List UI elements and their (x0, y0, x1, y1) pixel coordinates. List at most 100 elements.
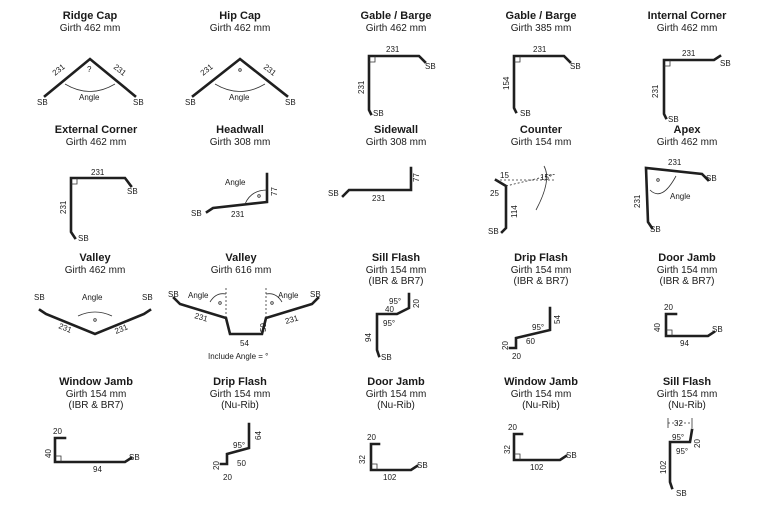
profile-title: Ridge Cap (62, 10, 118, 22)
sb-label: SB (488, 227, 499, 236)
dim-label: 64 (254, 431, 263, 440)
profile-headwall: Headwall Girth 308 mm Angle 231 77 SB (165, 118, 315, 246)
profile-title: Window Jamb (59, 376, 133, 388)
angle-arc (77, 311, 113, 317)
profile-door-jamb-nurib: Door Jamb Girth 154 mm (Nu-Rib) 20 32 10… (321, 370, 471, 498)
profile-girth: Girth 154 mm (365, 389, 427, 400)
dim-label: 40 (653, 323, 662, 332)
profile-drawing: 20 40 94 SB (653, 303, 723, 348)
profile-girth: Girth 154 mm (209, 389, 271, 400)
dim-label: 231 (91, 168, 105, 177)
angle-label: 95° (532, 323, 544, 332)
profile-girth: Girth 616 mm (210, 265, 272, 276)
angle-label: Angle (229, 93, 250, 102)
sb-label: SB (676, 489, 687, 498)
dim-label: 20 (212, 461, 221, 470)
angle-label: Angle (225, 178, 246, 187)
dim-label: 231 (231, 210, 245, 219)
profile-spec: (IBR & BR7) (659, 276, 715, 287)
sb-label: SB (285, 98, 296, 107)
dim-label: 40 (44, 449, 53, 458)
profile-drawing: 20 32 102 SB (358, 433, 428, 482)
sb-label: SB (185, 98, 196, 107)
sb-label: SB (191, 209, 202, 218)
profile-sill-flash-nurib: Sill Flash Girth 154 mm (Nu-Rib) 32 20 9… (612, 370, 762, 498)
profile-girth: Girth 462 mm (59, 23, 121, 34)
dim-label: 20 (508, 423, 517, 432)
profile-title: Valley (225, 252, 257, 264)
profile-title: Valley (79, 252, 111, 264)
profile-line (512, 432, 568, 462)
right-angle-mark (71, 178, 78, 185)
dim-label: 77 (270, 187, 279, 196)
profile-drip-flash-nurib: Drip Flash Girth 154 mm (Nu-Rib) 64 95° … (165, 370, 315, 498)
profile-girth: Girth 154 mm (656, 265, 718, 276)
profile-title: Gable / Barge (360, 10, 432, 22)
profile-title: Sill Flash (371, 252, 421, 264)
dim-label: 40 (385, 305, 394, 314)
sb-label: SB (142, 293, 153, 302)
dim-label: 32 (503, 445, 512, 454)
dim-label: 102 (659, 460, 668, 474)
sb-label: SB (720, 59, 731, 68)
profile-girth: Girth 154 mm (656, 389, 718, 400)
profile-gable-barge-385: Gable / Barge Girth 385 mm 231 154 SB SB (466, 4, 616, 132)
profile-spec: (Nu-Rib) (668, 400, 706, 411)
profile-drawing: 231 231 SB SB (651, 49, 731, 124)
profile-girth: Girth 385 mm (510, 23, 572, 34)
profile-drip-flash-ibr: Drip Flash Girth 154 mm (IBR & BR7) 54 9… (466, 246, 616, 374)
dim-label: 20 (512, 352, 521, 361)
profile-girth: Girth 462 mm (656, 23, 718, 34)
right-angle-mark (514, 453, 521, 460)
right-angle-mark (514, 56, 521, 63)
profile-girth: Girth 462 mm (656, 137, 718, 148)
right-angle-mark (371, 463, 378, 470)
dim-label: 231 (193, 311, 209, 323)
profile-drawing: 231 231 ? Angle SB SB (37, 57, 144, 107)
angle-arc (535, 165, 548, 211)
dim-label: 20 (223, 473, 232, 482)
angle-dot (218, 301, 222, 305)
unknown-angle: ? (87, 65, 92, 74)
dim-label: 231 (112, 62, 128, 78)
profile-spec: (Nu-Rib) (522, 400, 560, 411)
dim-label: 102 (530, 463, 544, 472)
angle-arc (64, 83, 116, 92)
profile-title: Headwall (216, 124, 264, 136)
profile-title: External Corner (54, 124, 138, 136)
dim-label: 231 (51, 62, 67, 78)
dim-label: 54 (240, 339, 249, 348)
profile-spec: (Nu-Rib) (221, 400, 259, 411)
profile-drawing: 231 231 Angle SB SB (633, 158, 717, 234)
dim-label: 77 (412, 173, 421, 182)
angle-label: Angle (82, 293, 103, 302)
angle-label: 15° (540, 173, 552, 182)
sb-label: SB (650, 225, 661, 234)
profile-girth: Girth 154 mm (510, 137, 572, 148)
profile-line (375, 292, 411, 358)
sb-label: SB (520, 109, 531, 118)
profile-counter: Counter Girth 154 mm 15 15° 25 114 SB (466, 118, 616, 246)
profile-drawing: 231 154 SB SB (502, 45, 581, 118)
sb-label: SB (129, 453, 140, 462)
profile-internal-corner: Internal Corner Girth 462 mm 231 231 SB … (612, 4, 762, 132)
profile-title: Hip Cap (219, 10, 261, 22)
dim-label: 231 (651, 84, 660, 98)
profile-gable-barge-462: Gable / Barge Girth 462 mm 231 231 SB SB (321, 4, 471, 132)
profile-girth: Girth 154 mm (510, 389, 572, 400)
sb-label: SB (133, 98, 144, 107)
angle-dot (270, 301, 274, 305)
angle-label: Angle (278, 291, 299, 300)
profile-line (69, 176, 133, 240)
profile-line (644, 166, 710, 230)
dim-label: 154 (502, 76, 511, 90)
sb-label: SB (566, 451, 577, 460)
angle-dot (656, 178, 660, 182)
dim-label: 231 (199, 62, 215, 78)
angle-arc (209, 293, 227, 303)
dim-label: 102 (383, 473, 397, 482)
dim-label: 20 (53, 427, 62, 436)
dim-label: 231 (386, 45, 400, 54)
angle-label: 95° (672, 433, 684, 442)
